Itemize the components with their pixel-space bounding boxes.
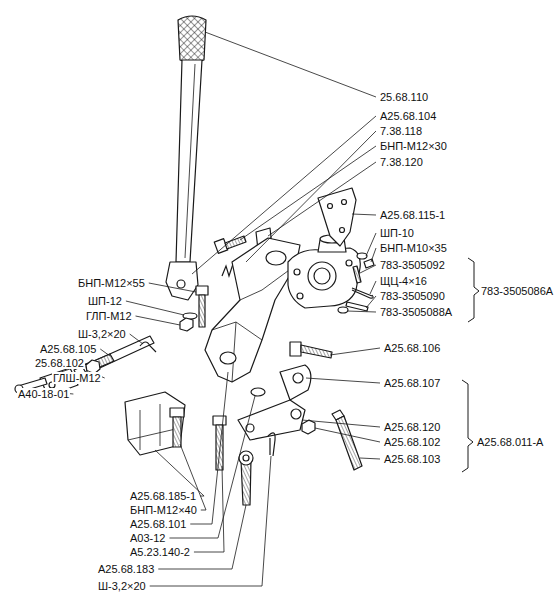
part-number: 783-3505090	[379, 290, 446, 302]
part-number: БНП-М12×55	[77, 277, 146, 289]
part-number: А25.68.115-1	[379, 209, 446, 221]
part-number: 783-3505092	[379, 259, 446, 271]
part-number: А5.23.140-2	[129, 546, 191, 558]
leader-line	[194, 466, 224, 552]
part-number: А03-12	[129, 532, 166, 544]
main-bracket	[205, 238, 300, 382]
leader-line	[246, 131, 376, 262]
part-number: А25.68.120	[383, 421, 441, 433]
part-number: А25.68.102	[383, 436, 441, 448]
part-number: БНП-М10×35	[379, 242, 448, 254]
part-number: А25.68.106	[383, 342, 441, 354]
part-number: 25.68.110	[379, 91, 429, 103]
leader-line	[370, 281, 376, 294]
part-number: А25.68.185-1	[129, 490, 197, 502]
leader-line	[169, 396, 255, 538]
lever-fork	[166, 262, 198, 300]
washer	[251, 388, 265, 396]
cotter-pin	[268, 433, 275, 456]
part-number: А25.68.107	[383, 377, 441, 389]
leader-line	[330, 348, 380, 355]
group-number: А25.68.011-А	[476, 436, 544, 448]
leader-line	[130, 334, 143, 344]
part-number: А40-18-01	[17, 388, 70, 400]
part-number: ШП-10	[379, 227, 415, 239]
part-number: ШП-12	[87, 295, 123, 307]
part-number: А25.68.103	[383, 453, 441, 465]
leader-line	[360, 458, 380, 459]
leader-line	[347, 311, 376, 312]
leader-line	[366, 296, 376, 308]
leader-line	[302, 420, 380, 427]
support-plate	[125, 392, 185, 455]
group-bracket	[468, 258, 479, 322]
leader-line	[360, 265, 376, 273]
leader-line	[126, 301, 184, 315]
leader-line	[100, 349, 110, 356]
part-number: А25.68.104	[379, 110, 437, 122]
leader-line	[192, 116, 376, 274]
leader-line	[149, 283, 196, 292]
leader-line	[268, 162, 376, 236]
part-number: 783-3505088А	[379, 306, 453, 318]
part-number: БНП-М12×30	[379, 140, 448, 152]
bolt	[290, 342, 332, 358]
part-number: БНП-М12×40	[129, 504, 198, 516]
bolt-washer-nut	[180, 286, 208, 331]
mounting-plate	[318, 188, 356, 246]
leader-line	[306, 378, 380, 383]
part-number: 7.38.120	[379, 156, 424, 168]
part-number: 25.68.102	[34, 357, 85, 369]
bolt	[170, 408, 184, 447]
part-number: А25.68.101	[129, 518, 187, 530]
leader-line	[315, 428, 380, 442]
leader-line	[240, 146, 376, 240]
part-number: ЩЦ-4×16	[379, 275, 428, 287]
bolt	[213, 416, 226, 470]
group-number: 783-3505086А	[480, 285, 554, 297]
gear-lever	[176, 16, 206, 262]
fasteners	[338, 253, 374, 313]
control-rod	[15, 336, 156, 396]
leader-line	[205, 32, 376, 97]
part-number: А25.68.105	[39, 343, 97, 355]
part-number: Ш-3,2×20	[77, 328, 127, 340]
part-number: ГЛШ-М12	[52, 372, 102, 384]
part-number: 7.38.118	[379, 125, 423, 137]
leader-line	[371, 248, 376, 262]
rod-end	[239, 451, 253, 505]
part-number: А25.68.183	[97, 563, 155, 575]
part-number: Ш-3,2×20	[97, 580, 147, 592]
leader-line	[136, 316, 180, 325]
gearshift-housing	[288, 235, 360, 308]
leader-line	[352, 214, 376, 215]
part-number: ГЛП-М12	[85, 310, 133, 322]
group-bracket	[462, 380, 473, 472]
